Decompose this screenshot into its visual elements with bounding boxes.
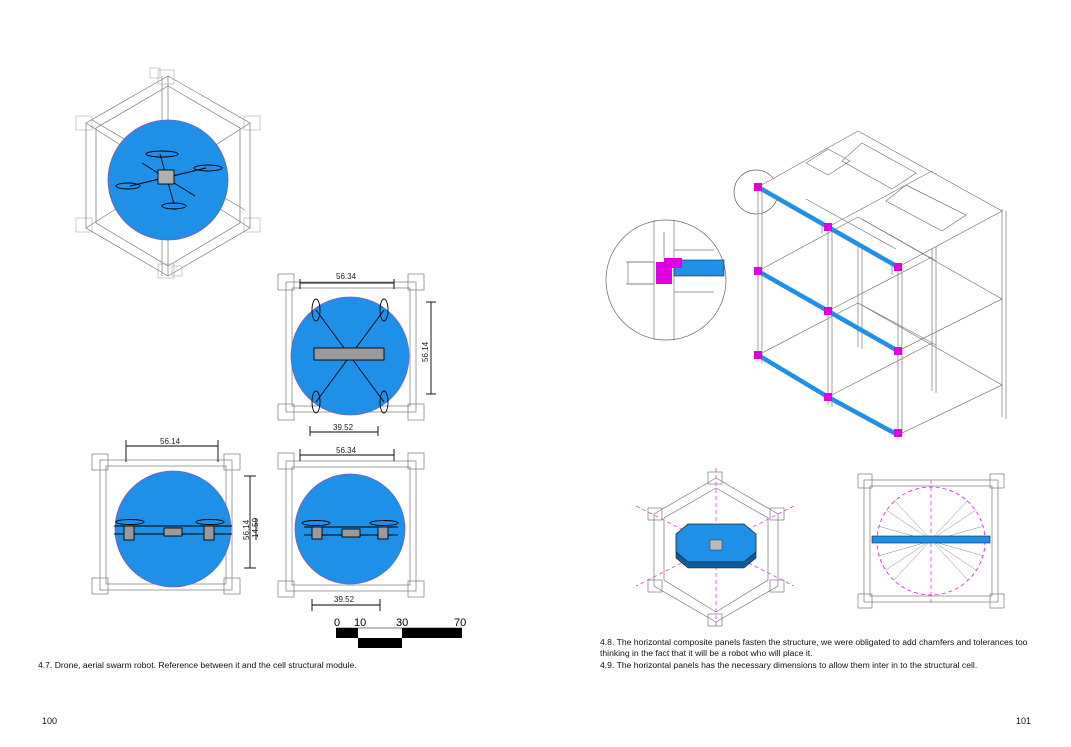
- scale-label-30: 30: [396, 617, 408, 629]
- right-page: 4.8. The horizontal composite panels fas…: [536, 0, 1071, 747]
- top-view-height-dim: 56.14: [421, 341, 430, 362]
- page-number-left: 100: [42, 716, 58, 726]
- figure-caption-4-8: 4.8. The horizontal composite panels fas…: [600, 637, 1028, 658]
- figure-caption-4-9: 4.9. The horizontal panels has the neces…: [600, 660, 978, 670]
- side-view-b-width-dim: 56.34: [336, 446, 357, 455]
- drone-side-view-b-figure: 56.34 39.52: [277, 446, 425, 611]
- left-page: 56.34 56.14 39.52: [0, 0, 535, 747]
- side-view-a-height-dim: 56.14: [242, 519, 251, 540]
- drone-side-view-a-figure: 56.14 56.14 14.59: [91, 437, 260, 595]
- figure-caption-4-7: 4.7. Drone, aerial swarm robot. Referenc…: [38, 660, 357, 670]
- scale-label-70: 70: [454, 617, 466, 629]
- top-view-width-dim: 56.34: [336, 272, 357, 281]
- scale-bar: 0 10 30 70: [334, 617, 466, 648]
- top-view-bottom-dim: 39.52: [333, 423, 354, 432]
- scale-label-0: 0: [334, 617, 340, 629]
- isometric-structure-figure: [754, 130, 1007, 437]
- side-view-b-bottom-dim: 39.52: [334, 595, 355, 604]
- cell-elevation-panel-figure: [857, 473, 1005, 609]
- isometric-cell-panel-figure: [635, 468, 795, 627]
- side-view-a-inner-dim: 14.59: [251, 517, 260, 538]
- scale-label-10: 10: [354, 617, 366, 629]
- isometric-cell-drone-figure: [75, 67, 261, 279]
- page-number-right: 101: [1016, 716, 1032, 726]
- side-view-a-width-dim: 56.14: [160, 437, 181, 446]
- drone-top-view-figure: 56.34 56.14 39.52: [277, 272, 436, 436]
- joint-detail-circle: [605, 219, 727, 341]
